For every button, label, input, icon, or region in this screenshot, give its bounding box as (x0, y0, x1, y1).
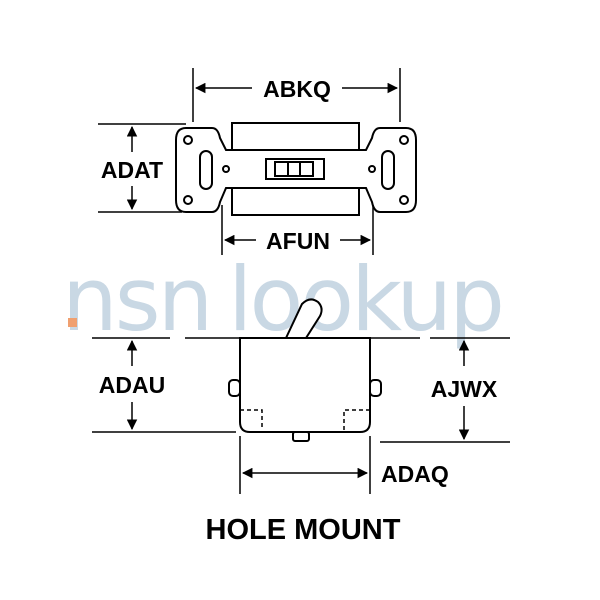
hidden-lines (240, 409, 370, 430)
dimension-label-adat: ADAT (101, 157, 163, 183)
top-view (175, 122, 417, 216)
dimension-afun (221, 205, 374, 255)
dimension-abkq (192, 68, 401, 122)
bottom-terminal (292, 431, 310, 442)
dimension-label-adaq: ADAQ (381, 461, 449, 487)
ear-hole (183, 195, 193, 205)
watermark: nsn lookup (62, 248, 505, 351)
dimension-adaq (239, 436, 371, 494)
screw-hole (368, 165, 376, 173)
screw-hole (222, 165, 230, 173)
mounting-strap (175, 127, 417, 213)
side-view (228, 298, 382, 442)
side-boss-left (228, 379, 241, 397)
toggle-lever-top (274, 161, 314, 177)
ear-hole (399, 135, 409, 145)
mounting-slot (199, 150, 213, 190)
switch-housing (239, 337, 371, 433)
toggle-lever (284, 298, 323, 339)
ear-hole (183, 135, 193, 145)
side-boss-right (369, 379, 382, 397)
ear-hole (399, 195, 409, 205)
dimension-label-afun: AFUN (266, 228, 330, 254)
dimension-adau (92, 337, 236, 433)
dimension-adat (98, 123, 186, 213)
dimension-label-abkq: ABKQ (263, 76, 331, 102)
watermark-nsn: nsn (62, 248, 210, 351)
watermark-lookup: lookup (228, 248, 502, 351)
watermark-dot (68, 318, 77, 327)
toggle-opening (265, 158, 325, 180)
dimension-label-adau: ADAU (99, 372, 165, 398)
dimension-ajwx (380, 337, 510, 443)
figure-caption: HOLE MOUNT (206, 514, 401, 546)
mounting-slot (381, 150, 395, 190)
dimension-label-ajwx: AJWX (431, 376, 498, 402)
